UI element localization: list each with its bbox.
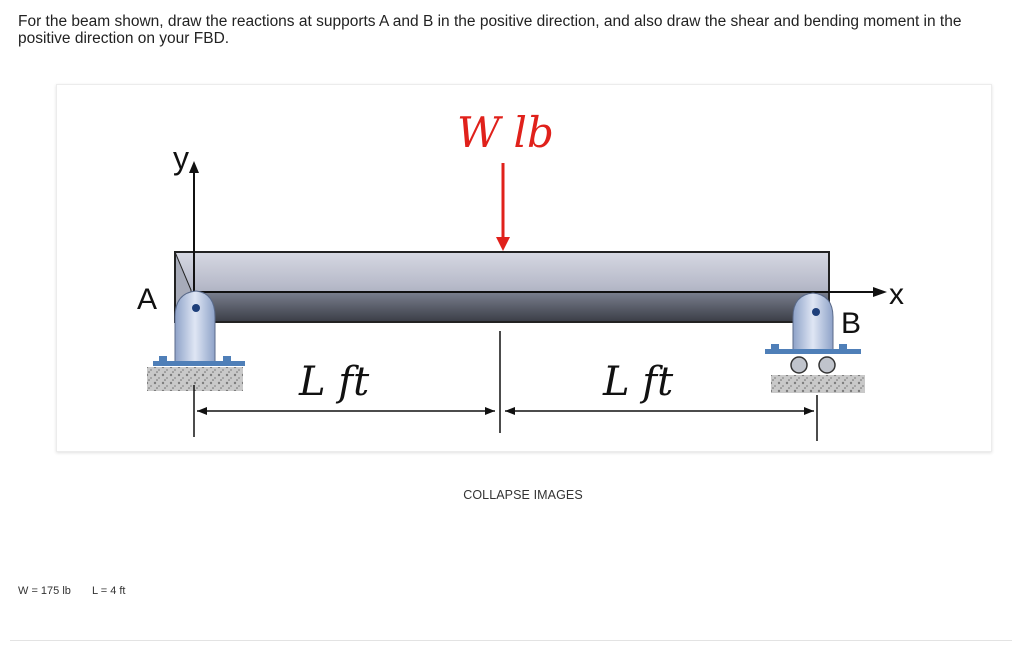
y-axis-label: y <box>173 140 189 176</box>
support-b-label: B <box>841 307 861 340</box>
beam-figure: y x W lb A <box>56 84 992 452</box>
beam-diagram: y x W lb A <box>137 108 904 441</box>
variable-values: W = 175 lb L = 4 ft <box>18 585 144 597</box>
variable-w: W = 175 lb <box>18 585 71 597</box>
variable-l: L = 4 ft <box>91 585 126 597</box>
load-arrow <box>496 163 510 251</box>
x-axis-label: x <box>889 278 904 311</box>
divider <box>10 640 1012 641</box>
collapse-images-button[interactable]: COLLAPSE IMAGES <box>463 488 583 502</box>
support-a-label: A <box>137 283 157 316</box>
load-label: W lb <box>457 108 554 157</box>
beam <box>174 251 830 323</box>
dimension-left-label: L ft <box>298 359 370 405</box>
dimension-right-label: L ft <box>602 359 674 405</box>
support-b <box>765 292 865 393</box>
dimension-lines <box>193 331 818 441</box>
question-text: For the beam shown, draw the reactions a… <box>18 13 962 47</box>
x-axis <box>194 287 887 297</box>
support-a <box>147 290 245 391</box>
